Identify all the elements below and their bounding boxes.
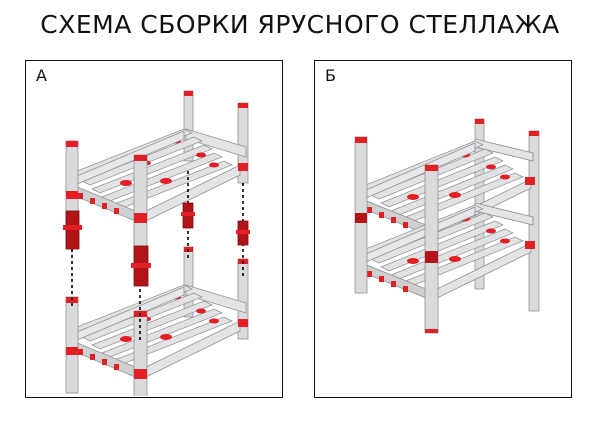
tier-connector <box>236 220 250 246</box>
upper-shelf-tier <box>65 90 249 266</box>
panel-label-a: А <box>36 66 47 85</box>
rack-assembled-diagram <box>354 118 540 334</box>
tier-connector <box>131 245 151 287</box>
panel-a-exploded-view: А <box>25 60 283 398</box>
panel-b-assembled-view: Б <box>314 60 572 398</box>
front-center-post <box>424 164 439 334</box>
tier-connector <box>181 202 195 229</box>
lower-shelf-tier <box>65 246 249 396</box>
tier-connector <box>63 210 82 250</box>
panel-label-b: Б <box>325 66 336 85</box>
page-title: СХЕМА СБОРКИ ЯРУСНОГО СТЕЛЛАЖА <box>40 10 560 39</box>
rack-exploded-diagram <box>63 90 250 396</box>
